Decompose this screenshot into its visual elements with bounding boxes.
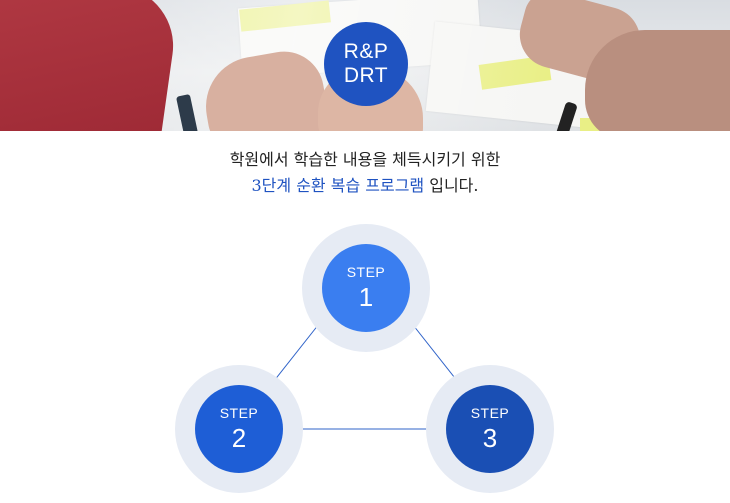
step-3: STEP 3 — [426, 365, 554, 493]
step-3-circle: STEP 3 — [446, 385, 534, 473]
brand-logo: R&P DRT — [324, 22, 408, 106]
intro-line2: 3단계 순환 복습 프로그램 입니다. — [0, 174, 730, 198]
step-3-label: STEP — [470, 405, 510, 421]
step-1: STEP 1 — [302, 224, 430, 352]
logo-line2: DRT — [343, 64, 389, 87]
right-arm — [585, 30, 730, 131]
step-2-label: STEP — [219, 405, 259, 421]
step-2: STEP 2 — [175, 365, 303, 493]
step-1-circle: STEP 1 — [322, 244, 410, 332]
step-3-number: 3 — [482, 423, 498, 453]
step-1-number: 1 — [358, 282, 374, 312]
logo-line1: R&P — [343, 40, 389, 63]
intro-line2-rest: 입니다. — [424, 176, 479, 195]
step-2-number: 2 — [231, 423, 247, 453]
step-2-circle: STEP 2 — [195, 385, 283, 473]
intro-highlight: 3단계 순환 복습 프로그램 — [251, 176, 425, 195]
step-1-label: STEP — [346, 264, 386, 280]
intro-line1: 학원에서 학습한 내용을 체득시키기 위한 — [229, 150, 501, 169]
intro-text: 학원에서 학습한 내용을 체득시키기 위한 3단계 순환 복습 프로그램 입니다… — [0, 148, 730, 198]
